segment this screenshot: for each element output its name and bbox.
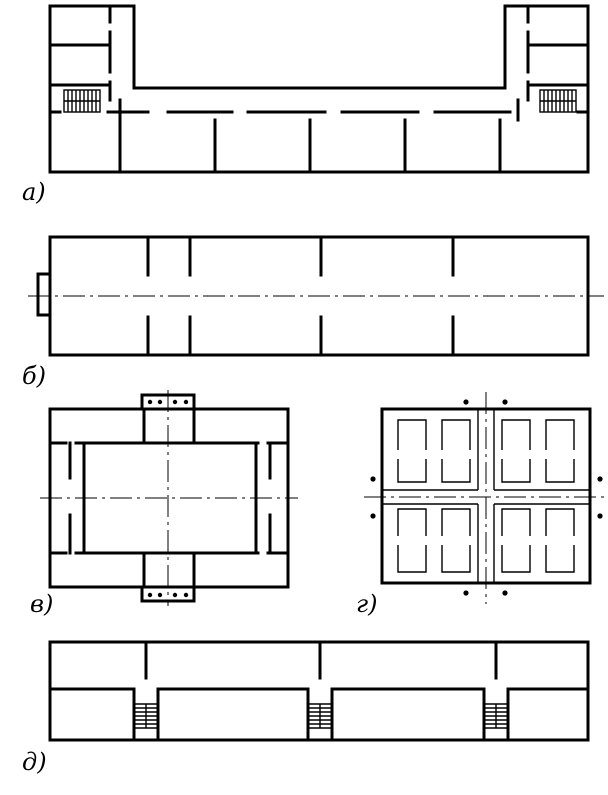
staircase-d-2 — [306, 687, 334, 742]
plan-b: б) — [22, 235, 604, 390]
label-d: д) — [22, 748, 47, 776]
staircase-right — [539, 89, 577, 113]
label-a: а) — [22, 178, 46, 206]
staircase-d-3 — [482, 687, 510, 742]
plan-v: в) — [30, 390, 298, 618]
staircase-left — [63, 89, 101, 113]
label-g: г) — [356, 590, 378, 618]
label-b: б) — [22, 362, 46, 390]
label-v: в) — [30, 590, 53, 618]
plan-a-outline — [48, 4, 590, 174]
plan-d: д) — [22, 640, 590, 776]
staircase-d-1 — [132, 687, 160, 742]
plan-a: а) — [22, 4, 590, 206]
plan-g: г) — [356, 392, 604, 618]
